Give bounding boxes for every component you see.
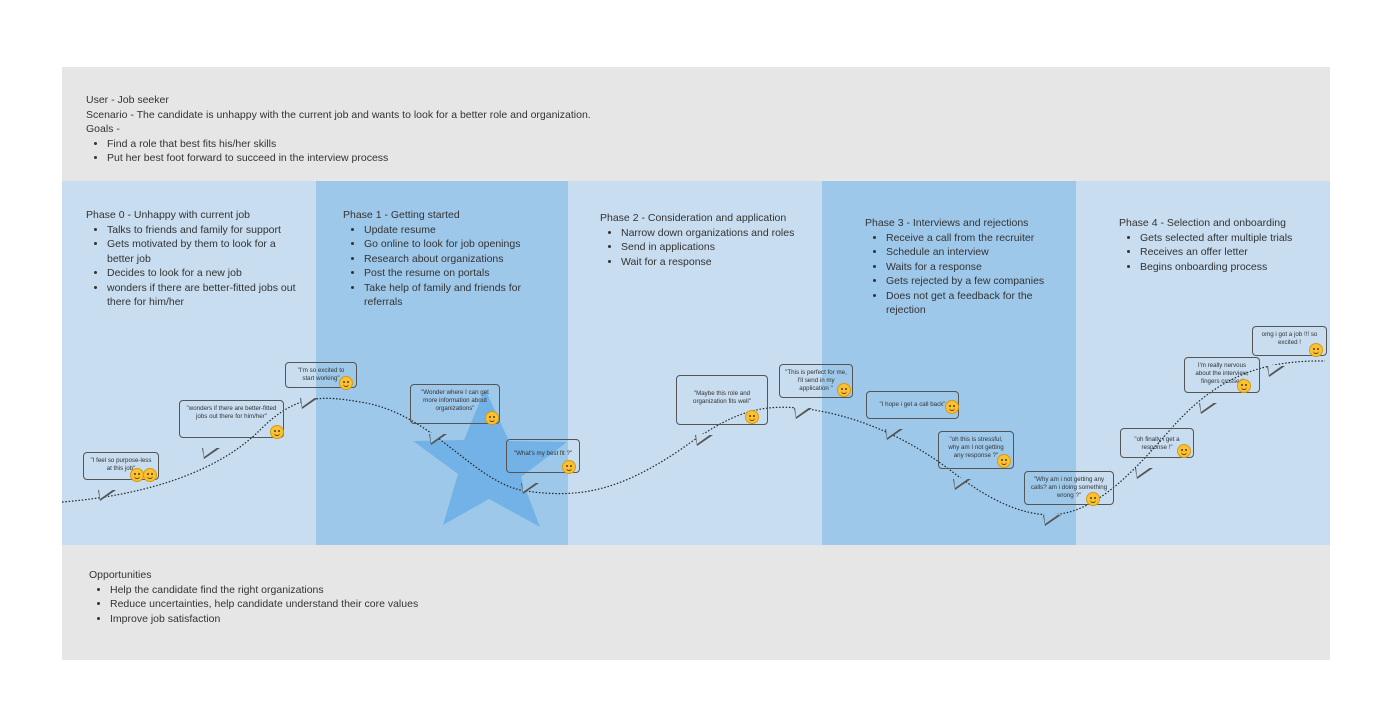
bubble-text: "This is perfect for me, I'll send in my… <box>785 369 847 392</box>
phase-3-item: Waits for a response <box>886 260 1055 275</box>
phase-3-item: Receive a call from the recruiter <box>886 231 1055 246</box>
bubble-text: "oh this is stressful, why am I not gett… <box>948 436 1004 459</box>
phase-3-item: Schedule an interview <box>886 245 1055 260</box>
face-emoji-icon <box>270 425 284 439</box>
persona-header: User - Job seeker Scenario - The candida… <box>86 93 591 166</box>
phase-3-block: Phase 3 - Interviews and rejections Rece… <box>865 216 1055 318</box>
phase-4-item: Begins onboarding process <box>1140 260 1299 275</box>
phase-4-item: Receives an offer letter <box>1140 245 1299 260</box>
bubble-text: "I'm so excited to start working" <box>297 367 345 382</box>
phase-0-title: Phase 0 - Unhappy with current job <box>86 209 251 221</box>
bubble-text: "I feel so purpose-less at this job" <box>90 457 152 472</box>
bubble-text: "I hope i get a call back" <box>879 401 946 408</box>
phase-1-item: Go online to look for job openings <box>364 237 548 252</box>
face-emoji-icon <box>945 400 959 414</box>
bubble-text: "Why am i not getting any calls? am i do… <box>1030 476 1108 499</box>
phase-4-list: Gets selected after multiple trials Rece… <box>1119 231 1299 275</box>
face-emoji-icon <box>745 410 759 424</box>
face-emoji-icon <box>1086 492 1100 506</box>
bubble-text: "What's my best fit ?" <box>513 450 573 457</box>
goals-label: Goals - <box>86 123 120 135</box>
face-emoji-icon <box>339 376 353 390</box>
opportunity-item: Help the candidate find the right organi… <box>110 583 418 598</box>
phase-0-list: Talks to friends and family for support … <box>86 223 296 310</box>
opportunities-block: Opportunities Help the candidate find th… <box>89 568 418 626</box>
bubble-text: "wonders if there are better-fitted jobs… <box>186 405 277 420</box>
goal-item: Find a role that best fits his/her skill… <box>107 137 591 152</box>
phase-0-item: wonders if there are better-fitted jobs … <box>107 281 296 310</box>
phase-2-block: Phase 2 - Consideration and application … <box>600 211 800 269</box>
speech-bubble: "I'm so excited to start working" <box>285 362 357 409</box>
phase-1-item: Post the resume on portals <box>364 266 548 281</box>
bubble-text: omg i got a job !!! so excited ! <box>1261 331 1318 346</box>
speech-bubble: "This is perfect for me, I'll send in my… <box>779 364 853 419</box>
phase-3-list: Receive a call from the recruiter Schedu… <box>865 231 1055 318</box>
phase-1-block: Phase 1 - Getting started Update resume … <box>343 208 548 310</box>
phase-2-item: Wait for a response <box>621 255 800 270</box>
opportunity-item: Reduce uncertainties, help candidate und… <box>110 597 418 612</box>
speech-bubble: "I hope i get a call back" <box>866 391 959 440</box>
face-emoji-icon <box>562 460 576 474</box>
speech-bubble: I'm really nervous about the interview, … <box>1184 357 1260 414</box>
phase-1-item: Update resume <box>364 223 548 238</box>
bubble-text: "Wonder where I can get more information… <box>421 389 489 412</box>
phase-3-item: Gets rejected by a few companies <box>886 274 1055 289</box>
face-emoji-icon <box>1237 379 1251 393</box>
phase-0-item: Decides to look for a new job <box>107 266 296 281</box>
speech-bubble: "oh finally i get a response !" <box>1120 428 1194 479</box>
face-emoji-icon <box>1177 444 1191 458</box>
phase-4-title: Phase 4 - Selection and onboarding <box>1119 217 1286 229</box>
scenario-text: Scenario - The candidate is unhappy with… <box>86 108 591 121</box>
phase-2-title: Phase 2 - Consideration and application <box>600 212 787 224</box>
phase-1-item: Research about organizations <box>364 252 548 267</box>
face-emoji-icon <box>1309 343 1323 357</box>
phase-3-item: Does not get a feedback for the rejectio… <box>886 289 1055 318</box>
face-emoji-icon <box>997 454 1011 468</box>
phase-0-item: Talks to friends and family for support <box>107 223 296 238</box>
phase-1-title: Phase 1 - Getting started <box>343 209 460 221</box>
phase-0-block: Phase 0 - Unhappy with current job Talks… <box>86 208 296 310</box>
speech-bubble: "Why am i not getting any calls? am i do… <box>1024 471 1114 526</box>
opportunities-list: Help the candidate find the right organi… <box>89 583 418 627</box>
face-emoji-icon <box>485 411 499 425</box>
phase-3-title: Phase 3 - Interviews and rejections <box>865 217 1029 229</box>
phase-1-item: Take help of family and friends for refe… <box>364 281 548 310</box>
face-emoji-icon <box>837 383 851 397</box>
user-label: User - Job seeker <box>86 94 169 106</box>
speech-bubble: "Maybe this role and organization fits w… <box>676 375 768 446</box>
opportunities-title: Opportunities <box>89 569 152 581</box>
opportunity-item: Improve job satisfaction <box>110 612 418 627</box>
face-emoji-icon <box>130 468 144 482</box>
speech-bubble: "oh this is stressful, why am I not gett… <box>938 431 1014 490</box>
phase-4-item: Gets selected after multiple trials <box>1140 231 1299 246</box>
phase-2-list: Narrow down organizations and roles Send… <box>600 226 800 270</box>
phase-0-item: Gets motivated by them to look for a bet… <box>107 237 296 266</box>
phase-2-item: Send in applications <box>621 240 800 255</box>
phase-2-item: Narrow down organizations and roles <box>621 226 800 241</box>
phase-1-list: Update resume Go online to look for job … <box>343 223 548 310</box>
face-emoji-icon <box>143 468 157 482</box>
goals-list: Find a role that best fits his/her skill… <box>86 137 591 166</box>
goal-item: Put her best foot forward to succeed in … <box>107 151 591 166</box>
speech-bubble: "wonders if there are better-fitted jobs… <box>179 400 284 459</box>
speech-bubble: "What's my best fit ?" <box>506 439 580 494</box>
bubble-text: I'm really nervous about the interview, … <box>1195 362 1249 385</box>
speech-bubble: "I feel so purpose-less at this job" <box>83 452 159 501</box>
bubble-text: "Maybe this role and organization fits w… <box>693 390 751 405</box>
phase-4-block: Phase 4 - Selection and onboarding Gets … <box>1119 216 1299 274</box>
speech-bubble: "Wonder where I can get more information… <box>410 384 500 445</box>
bubble-text: "oh finally i get a response !" <box>1134 436 1180 451</box>
speech-bubble: omg i got a job !!! so excited ! <box>1252 326 1327 377</box>
